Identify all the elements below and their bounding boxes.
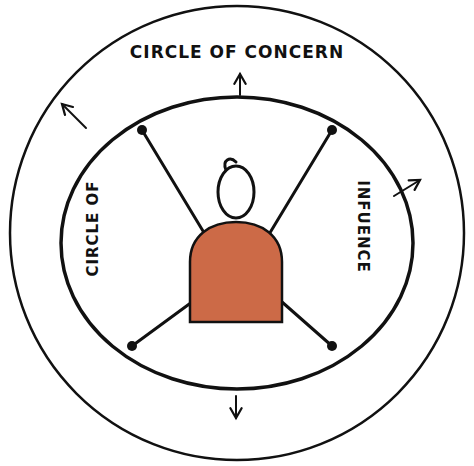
circle-title: CIRCLE OF CONCERN <box>130 44 344 61</box>
circle-title: CIRCLE OF <box>86 180 101 276</box>
concern-circle-outline <box>8 4 466 462</box>
concern-circle: CIRCLE OF CONCERN CIRCLE OF INFUENCE <box>8 4 466 462</box>
circle-title: INFUENCE <box>355 180 370 273</box>
influence-circle: CIRCLE OF INFUENCE <box>59 95 415 391</box>
